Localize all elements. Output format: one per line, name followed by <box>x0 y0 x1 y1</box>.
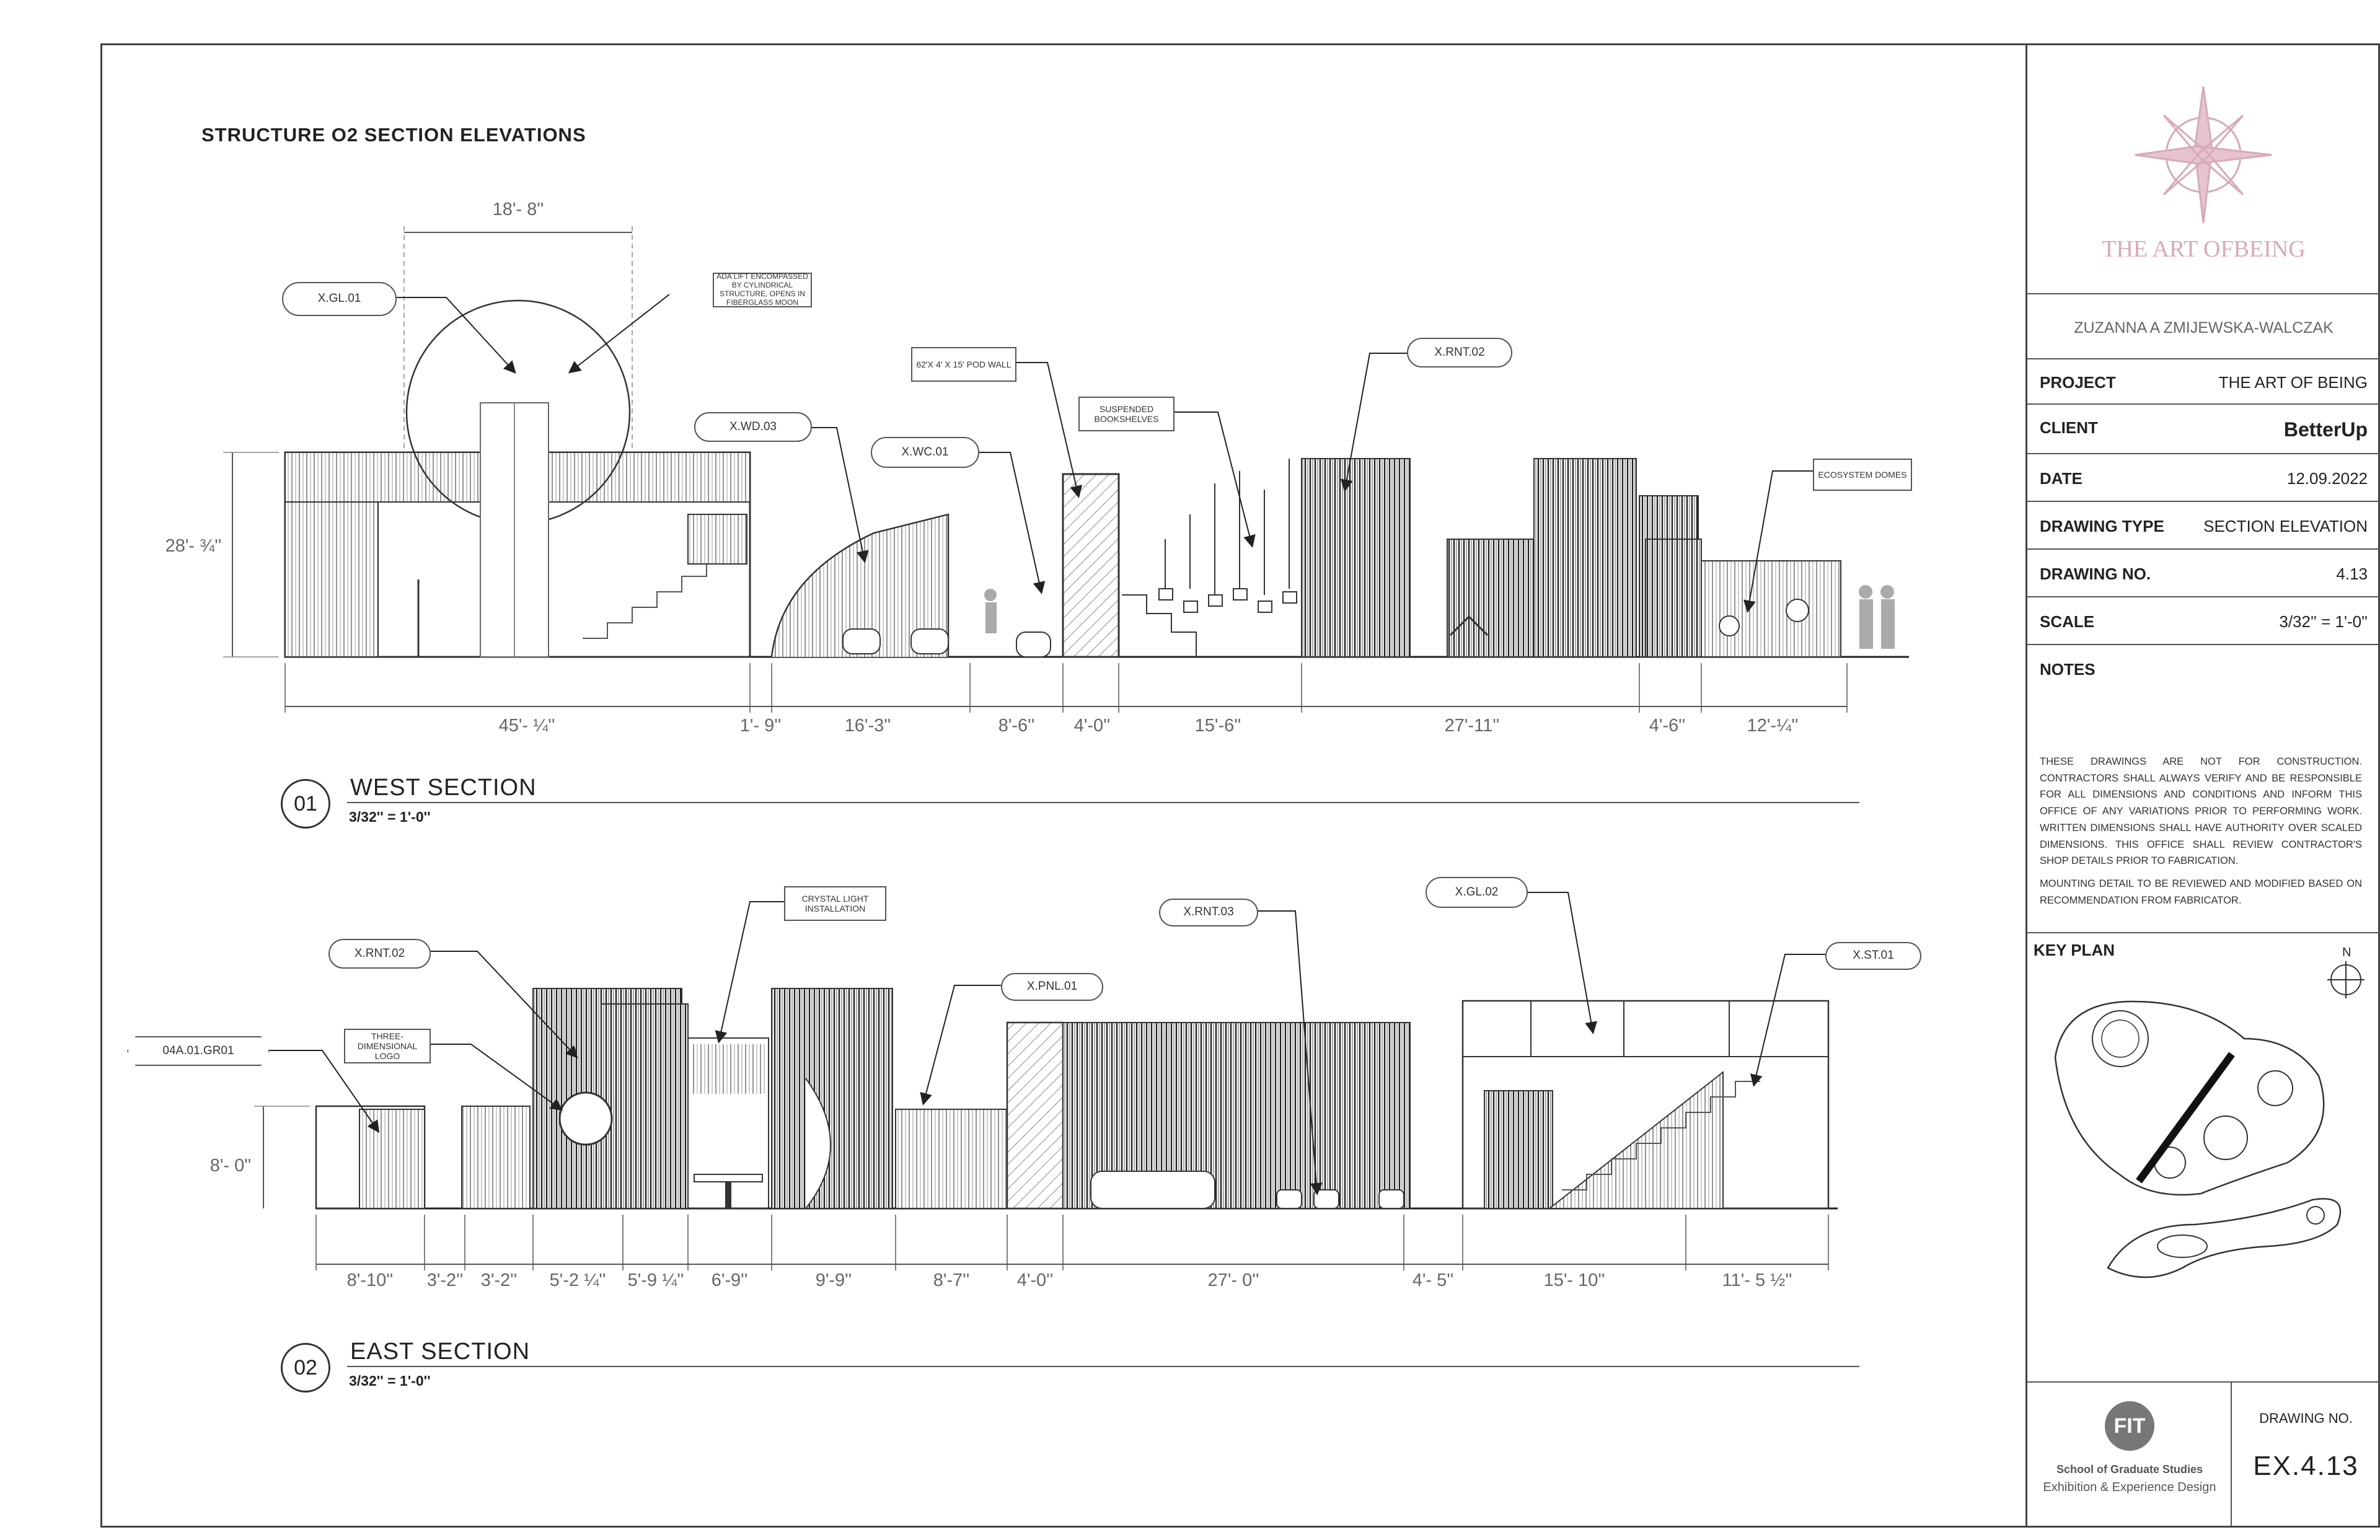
note-three-dimensional-logo: THREE-DIMENSIONAL LOGO <box>344 1029 431 1063</box>
east-dim-7: 9'-9'' <box>815 1270 852 1290</box>
tag-x-pnl-01: X.PNL.01 <box>1001 973 1103 1001</box>
east-dim-2: 3'-2'' <box>426 1270 464 1290</box>
school-line-1: School of Graduate Studies <box>2056 1463 2203 1476</box>
west-height-dim: 28'- ¾'' <box>165 536 222 556</box>
east-dim-5: 5'-9 ¼'' <box>627 1270 684 1290</box>
west-dim-2: 1'- 9'' <box>739 716 782 736</box>
compass-star-logo <box>2135 86 2272 224</box>
designer-row: ZUZANNA A ZMIJEWSKA-WALCZAK <box>2027 294 2380 359</box>
brand-logo-text: THE ART OFBEING <box>2102 236 2306 262</box>
north-arrow-icon <box>2327 961 2365 998</box>
tag-x-rnt-02-west: X.RNT.02 <box>1407 338 1512 367</box>
client-label: CLIENT <box>2040 418 2098 437</box>
tb-row-client: CLIENT BetterUp <box>2027 405 2380 454</box>
key-plan-area: KEY PLAN N <box>2027 933 2380 1383</box>
tag-x-wc-01: X.WC.01 <box>871 437 979 468</box>
tb-row-drawing-no: DRAWING NO. 4.13 <box>2027 550 2380 597</box>
note-pod-wall: 62'X 4' X 15' POD WALL <box>911 347 1016 382</box>
west-section-scale: 3/32'' = 1'-0'' <box>349 809 431 825</box>
tb-row-date: DATE 12.09.2022 <box>2027 454 2380 502</box>
drawing-type-value: SECTION ELEVATION <box>2203 517 2368 535</box>
west-dim-7: 27'-11'' <box>1444 716 1500 736</box>
project-value: THE ART OF BEING <box>2218 373 2368 392</box>
east-dim-6: 6'-9'' <box>711 1270 748 1290</box>
west-dim-1: 45'- ¼'' <box>498 716 555 736</box>
school-logo-area: FIT School of Graduate Studies Exhibitio… <box>2027 1383 2232 1526</box>
note-crystal-light-installation: CRYSTAL LIGHT INSTALLATION <box>784 886 886 921</box>
project-label: PROJECT <box>2040 373 2116 392</box>
tb-row-drawing-type: DRAWING TYPE SECTION ELEVATION <box>2027 502 2380 550</box>
west-section-title: WEST SECTION <box>350 775 537 801</box>
west-dim-5: 4'-0'' <box>1073 716 1111 736</box>
drawing-sheet-border <box>100 43 2380 1528</box>
scale-label: SCALE <box>2040 612 2095 631</box>
east-dim-10: 27'- 0'' <box>1207 1270 1259 1290</box>
east-dim-4: 5'-2 ¼'' <box>549 1270 606 1290</box>
east-dim-9: 4'-0'' <box>1016 1270 1054 1290</box>
tag-x-wd-03: X.WD.03 <box>694 412 812 442</box>
west-dim-9: 12'-¼'' <box>1747 716 1799 736</box>
title-block: THE ART OFBEING ZUZANNA A ZMIJEWSKA-WALC… <box>2025 43 2380 1528</box>
drawing-type-label: DRAWING TYPE <box>2040 517 2164 535</box>
note-ada-lift: ADA LIFT ENCOMPASSED BY CYLINDRICAL STRU… <box>713 273 812 307</box>
date-label: DATE <box>2040 469 2082 488</box>
tag-04a-01-gr01: 04A.01.GR01 <box>127 1036 270 1066</box>
tag-x-gl-02: X.GL.02 <box>1426 877 1528 908</box>
drawing-no-value: 4.13 <box>2336 565 2368 583</box>
sheet-title: STRUCTURE O2 SECTION ELEVATIONS <box>201 124 586 146</box>
notes-label: NOTES <box>2040 660 2096 679</box>
key-plan-label: KEY PLAN <box>2034 941 2115 959</box>
notes-area: NOTES THESE DRAWINGS ARE NOT FOR CONSTRU… <box>2027 645 2380 933</box>
east-dim-3: 3'-2'' <box>480 1270 518 1290</box>
client-logo: BetterUp <box>2283 418 2368 441</box>
tag-x-st-01: X.ST.01 <box>1825 942 1921 970</box>
drawing-number-label: DRAWING NO. <box>2259 1410 2353 1426</box>
notes-disclaimer: THESE DRAWINGS ARE NOT FOR CONSTRUCTION.… <box>2040 756 2362 867</box>
east-dim-8: 8'-7'' <box>933 1270 970 1290</box>
note-suspended-bookshelves: SUSPENDED BOOKSHELVES <box>1078 397 1175 431</box>
fit-logo: FIT <box>2105 1401 2154 1451</box>
east-section-number: 02 <box>281 1343 330 1393</box>
designer-name: ZUZANNA A ZMIJEWSKA-WALCZAK <box>2074 319 2334 337</box>
west-dim-8: 4'-6'' <box>1649 716 1686 736</box>
west-section-number: 01 <box>281 779 330 829</box>
scale-value: 3/32'' = 1'-0'' <box>2279 612 2368 631</box>
east-section-scale: 3/32'' = 1'-0'' <box>349 1373 431 1389</box>
drawing-no-label: DRAWING NO. <box>2040 565 2151 583</box>
school-line-2: Exhibition & Experience Design <box>2043 1481 2216 1494</box>
tb-row-project: PROJECT THE ART OF BEING <box>2027 359 2380 405</box>
notes-mounting: MOUNTING DETAIL TO BE REVIEWED AND MODIF… <box>2040 878 2362 906</box>
tb-row-scale: SCALE 3/32'' = 1'-0'' <box>2027 597 2380 645</box>
east-dim-12: 15'- 10'' <box>1543 1270 1605 1290</box>
tag-x-gl-01: X.GL.01 <box>282 282 397 316</box>
key-plan-drawing <box>2054 961 2365 1278</box>
east-height-dim: 8'- 0'' <box>209 1156 252 1176</box>
west-overall-width-dim: 18'- 8'' <box>492 200 544 219</box>
drawing-number: EX.4.13 <box>2253 1451 2359 1481</box>
west-dim-3: 16'-3'' <box>844 716 891 736</box>
north-label: N <box>2342 946 2351 959</box>
east-section-drawing <box>254 892 1859 1367</box>
west-dim-4: 8'-6'' <box>998 716 1035 736</box>
drawing-number-area: DRAWING NO. EX.4.13 <box>2232 1383 2380 1526</box>
east-dim-11: 4'- 5'' <box>1412 1270 1454 1290</box>
east-dim-13: 11'- 5 ½'' <box>1722 1270 1792 1290</box>
date-value: 12.09.2022 <box>2286 469 2368 488</box>
note-ecosystem-domes: ECOSYSTEM DOMES <box>1813 459 1912 491</box>
tag-x-rnt-02-east: X.RNT.02 <box>328 939 431 969</box>
brand-logo-area: THE ART OFBEING <box>2027 43 2380 294</box>
east-dim-1: 8'-10'' <box>346 1270 394 1290</box>
tag-x-rnt-03: X.RNT.03 <box>1159 899 1258 926</box>
west-section-drawing <box>223 226 1909 803</box>
west-dim-6: 15'-6'' <box>1194 716 1241 736</box>
east-section-title: EAST SECTION <box>350 1339 531 1365</box>
